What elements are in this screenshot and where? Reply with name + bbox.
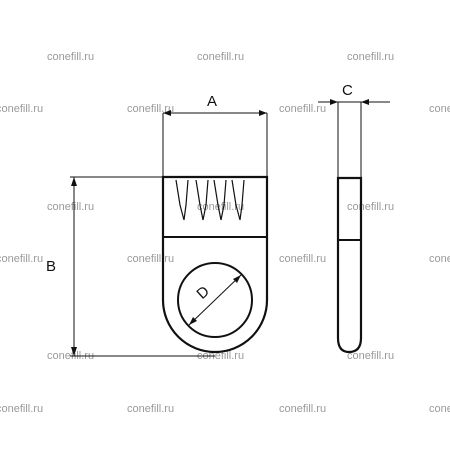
side-outline xyxy=(336,176,363,354)
watermark: conefill.ru xyxy=(347,350,394,362)
watermark: conefill.ru xyxy=(279,403,326,415)
watermark: conefill.ru xyxy=(0,103,43,115)
watermark: conefill.ru xyxy=(197,51,244,63)
label-d: D xyxy=(193,283,213,303)
watermark: conefill.ru xyxy=(127,103,174,115)
arrowhead xyxy=(330,99,338,105)
front-view: D xyxy=(161,175,269,354)
watermark: conefill.ru xyxy=(347,51,394,63)
tooth xyxy=(213,179,227,221)
watermark: conefill.ru xyxy=(429,253,450,265)
arrowhead xyxy=(259,110,267,116)
watermark: conefill.ru xyxy=(279,103,326,115)
tooth xyxy=(195,179,209,221)
watermark-layer: conefill.ru conefill.ru conefill.ru cone… xyxy=(0,51,450,415)
side-view: C xyxy=(318,82,390,354)
watermark: conefill.ru xyxy=(429,403,450,415)
tooth xyxy=(175,179,189,221)
watermark: conefill.ru xyxy=(197,201,244,213)
watermark: conefill.ru xyxy=(47,51,94,63)
watermark: conefill.ru xyxy=(127,403,174,415)
dimension-b: B xyxy=(46,176,215,357)
tag-outline xyxy=(161,175,269,354)
arrowhead xyxy=(233,275,241,283)
label-b: B xyxy=(46,258,56,275)
label-c: C xyxy=(342,82,353,99)
watermark: conefill.ru xyxy=(197,350,244,362)
tooth xyxy=(231,179,245,221)
arrowhead xyxy=(163,110,171,116)
watermark: conefill.ru xyxy=(47,201,94,213)
watermark: conefill.ru xyxy=(347,201,394,213)
diameter-line xyxy=(188,274,242,326)
watermark: conefill.ru xyxy=(0,253,43,265)
hole xyxy=(177,262,253,338)
arrowhead xyxy=(189,317,197,325)
watermark: conefill.ru xyxy=(0,403,43,415)
arrowhead xyxy=(361,99,369,105)
watermark: conefill.ru xyxy=(279,253,326,265)
arrowhead xyxy=(71,177,77,186)
dimension-a: A xyxy=(162,93,268,176)
grip-teeth xyxy=(175,179,245,221)
label-a: A xyxy=(207,93,217,110)
watermark: conefill.ru xyxy=(429,103,450,115)
arrowhead xyxy=(71,347,77,356)
watermark: conefill.ru xyxy=(127,253,174,265)
